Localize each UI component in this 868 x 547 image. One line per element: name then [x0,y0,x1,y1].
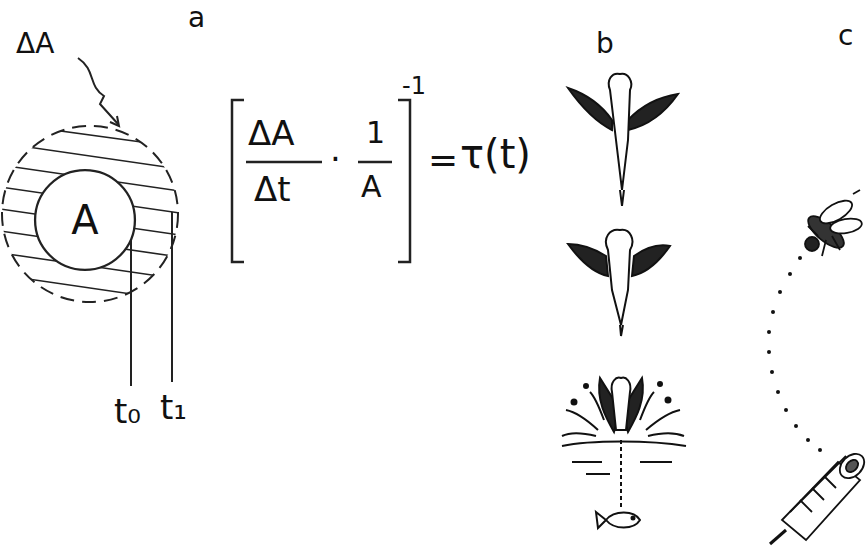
formula-exponent: -1 [402,74,426,98]
fraction-bar [246,161,322,164]
time-label: t₁ [160,390,187,424]
formula-term: A [361,172,382,202]
outer-dashed-circle [2,126,178,302]
leader-line [171,212,173,382]
circle-node: A [33,168,137,272]
formula-term: 1 [366,118,385,148]
leader-line [130,236,132,386]
time-label: t₀ [114,394,141,428]
formula-result: τ(t) [460,134,531,174]
formula-operator: · [330,142,341,176]
callout-arrow [78,58,118,124]
fraction-bar [358,161,392,164]
bracket [398,100,410,262]
panel-letter: c [838,22,853,50]
bracket [232,100,244,262]
hatching [0,100,200,326]
formula-term: Δt [254,172,291,206]
fly-and-predator [767,190,868,544]
formula-term: ΔA [248,116,295,150]
node-label: A [71,200,98,240]
gannet-sequence [562,74,686,528]
panel-letter: a [188,4,205,32]
area-increment-label: ΔA [16,30,54,58]
panel-letter: b [596,30,614,58]
arrow-head [110,116,119,126]
trajectory-dots [767,256,822,452]
formula-operator: = [428,142,458,178]
